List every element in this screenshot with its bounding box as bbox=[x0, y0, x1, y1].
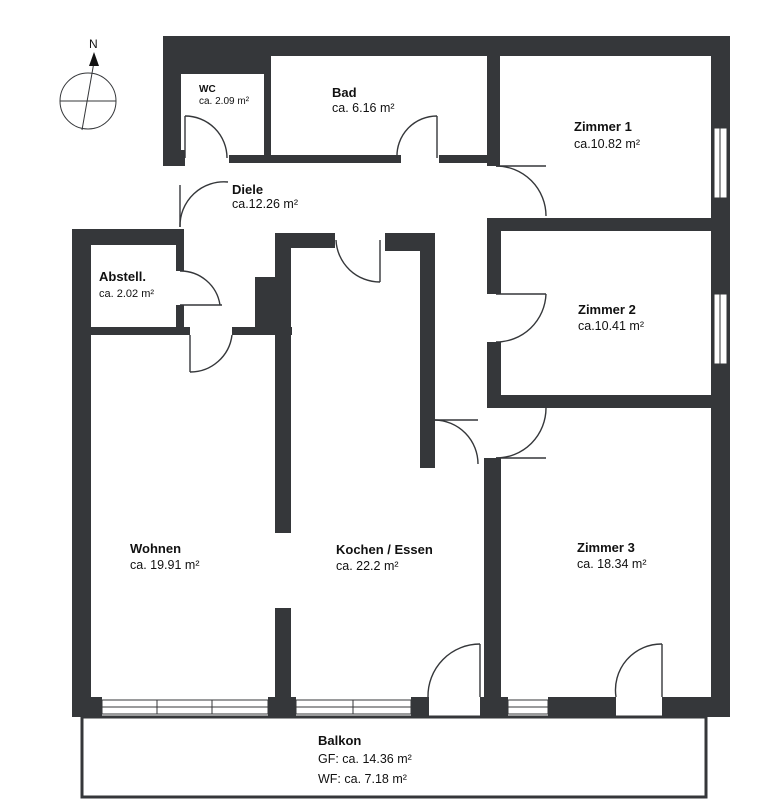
compass-north-label: N bbox=[89, 37, 98, 51]
kochen-area: ca. 22.2 m² bbox=[336, 559, 399, 573]
zimmer2-area: ca.10.41 m² bbox=[578, 319, 644, 333]
balkon-wf-area: WF: ca. 7.18 m² bbox=[318, 772, 407, 786]
zimmer3-area: ca. 18.34 m² bbox=[577, 557, 646, 571]
diele-area: ca.12.26 m² bbox=[232, 197, 298, 211]
zimmer3-name: Zimmer 3 bbox=[577, 540, 635, 555]
wohnen-area: ca. 19.91 m² bbox=[130, 558, 199, 572]
abstell-name: Abstell. bbox=[99, 269, 146, 284]
balkon-outline bbox=[80, 715, 708, 799]
balkon-gf-area: GF: ca. 14.36 m² bbox=[318, 752, 412, 766]
walls bbox=[72, 36, 730, 717]
wc-area: ca. 2.09 m² bbox=[199, 96, 250, 107]
bad-area: ca. 6.16 m² bbox=[332, 101, 395, 115]
balkon-name: Balkon bbox=[318, 733, 361, 748]
zimmer1-area: ca.10.82 m² bbox=[574, 137, 640, 151]
zimmer1-name: Zimmer 1 bbox=[574, 119, 632, 134]
wc-name: WC bbox=[199, 84, 216, 95]
doors bbox=[179, 115, 663, 698]
zimmer2-name: Zimmer 2 bbox=[578, 302, 636, 317]
kochen-name: Kochen / Essen bbox=[336, 542, 433, 557]
bad-name: Bad bbox=[332, 85, 357, 100]
room-labels: WC ca. 2.09 m² Bad ca. 6.16 m² Zimmer 1 … bbox=[99, 84, 646, 786]
diele-name: Diele bbox=[232, 182, 263, 197]
windows bbox=[101, 127, 728, 715]
abstell-area: ca. 2.02 m² bbox=[99, 288, 154, 300]
wohnen-name: Wohnen bbox=[130, 541, 181, 556]
compass-icon: N bbox=[59, 37, 117, 131]
